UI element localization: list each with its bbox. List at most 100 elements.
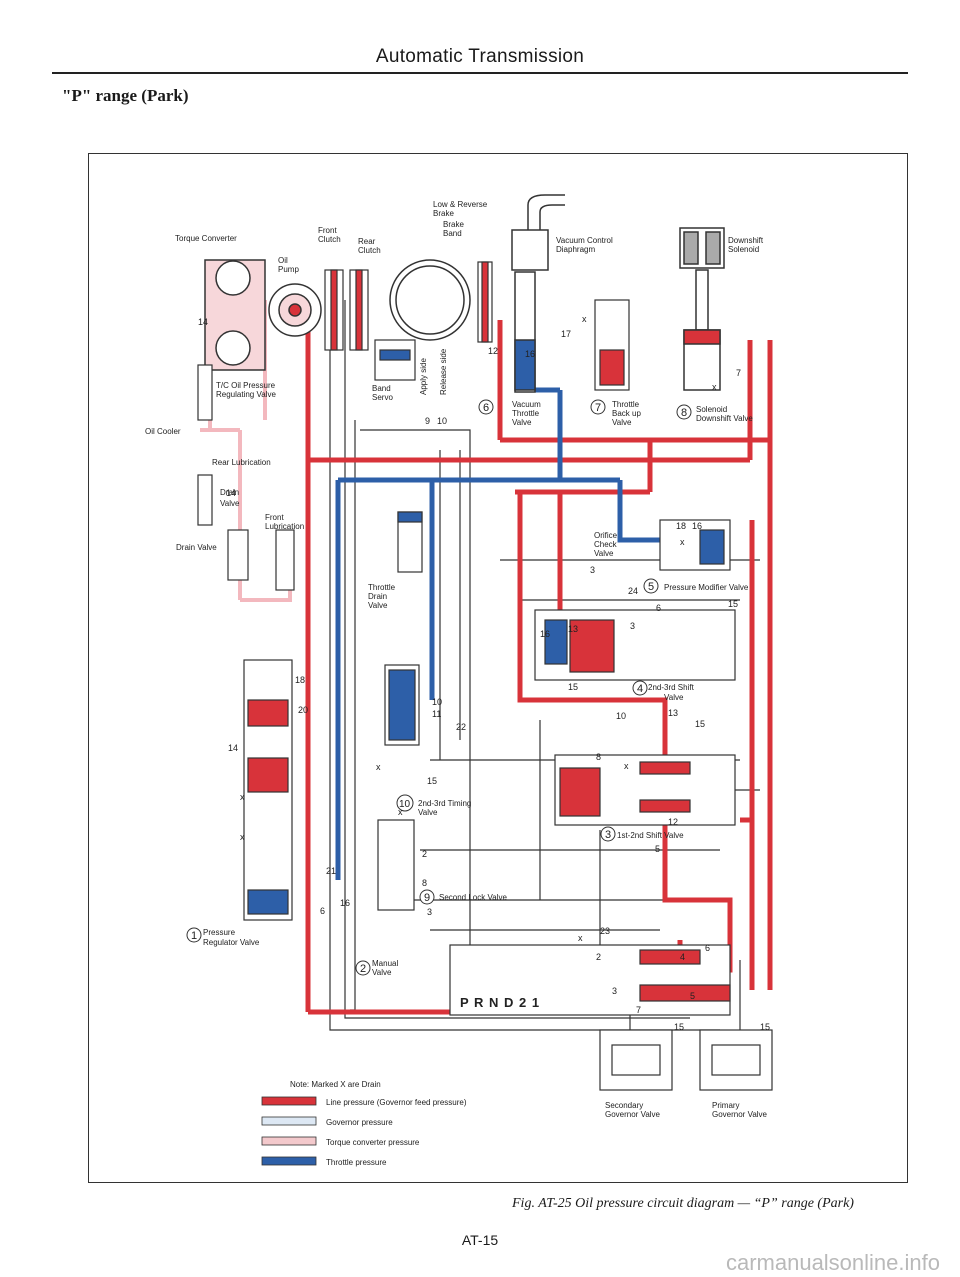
- legend-swatch-line-pressure: [261, 1096, 317, 1106]
- range-title: "P" range (Park): [62, 86, 189, 105]
- port-16-shift: 16: [540, 629, 550, 639]
- pressure-regulator-graphic: [243, 659, 293, 921]
- torque-converter-graphic: [204, 259, 266, 371]
- label-band-servo-1: Band: [372, 384, 391, 393]
- valve-marker-7: 7: [590, 399, 606, 415]
- label-timing-23-2: Valve: [418, 808, 438, 817]
- drain-lines: [329, 300, 760, 1031]
- label-pressure-regulator-2: Regulator Valve: [203, 938, 260, 947]
- figure-caption: Fig. AT-25 Oil pressure circuit diagram …: [512, 1196, 854, 1211]
- port-6-regulator: 6: [320, 906, 325, 916]
- label-front-lubrication-1: Front: [265, 513, 284, 522]
- svg-text:1: 1: [191, 930, 197, 942]
- port-8-shift12: 8: [596, 752, 601, 762]
- legend-swatch-torque-converter-pressure: [261, 1136, 317, 1146]
- oil-pump-graphic: [268, 283, 322, 337]
- drain-mark-8: x: [624, 761, 629, 771]
- port-6-shift: 6: [656, 603, 661, 613]
- label-drain-valve-small-1: Drain: [220, 488, 239, 497]
- valve-marker-4: 4: [632, 680, 648, 696]
- label-rear-clutch-1: Rear: [358, 237, 376, 246]
- brake-band-graphic: [389, 259, 471, 341]
- port-9: 9: [425, 416, 430, 426]
- legend-swatch-governor-pressure: [261, 1116, 317, 1126]
- port-14-top: 14: [198, 317, 208, 327]
- header-rule: [52, 72, 908, 74]
- port-18-regulator: 18: [295, 675, 305, 685]
- label-drain-valve: Drain Valve: [176, 543, 217, 552]
- port-3-orifice: 3: [590, 565, 595, 575]
- label-pressure-regulator-1: Pressure: [203, 928, 236, 937]
- svg-text:5: 5: [648, 581, 654, 593]
- port-15-right: 15: [695, 719, 705, 729]
- label-orifice-check-1: Orifice: [594, 531, 618, 540]
- label-solenoid-downshift-2: Downshift Valve: [696, 414, 753, 423]
- port-15-timing: 15: [427, 776, 437, 786]
- label-throttle-back-up-3: Valve: [612, 418, 632, 427]
- label-oil-cooler: Oil Cooler: [145, 427, 181, 436]
- valve-marker-2: 2: [355, 960, 371, 976]
- svg-text:4: 4: [637, 683, 643, 695]
- primary-governor-graphic: [699, 1029, 773, 1091]
- legend-label-line-pressure: Line pressure (Governor feed pressure): [326, 1098, 467, 1107]
- label-front-lubrication-2: Lubrication: [265, 522, 304, 531]
- label-oil-pump-1: Oil: [278, 256, 288, 265]
- port-2-lock: 2: [422, 849, 427, 859]
- port-11: 11: [432, 709, 441, 719]
- valve-marker-8: 8: [676, 404, 692, 420]
- legend-note: Note: Marked X are Drain: [290, 1080, 381, 1089]
- port-2-manual: 2: [596, 952, 601, 962]
- port-13-right: 13: [668, 708, 678, 718]
- small-drain-valve-graphic: [197, 474, 213, 526]
- band-servo-graphic: [374, 339, 416, 381]
- valve-number-markers: 1 2 3 4 5 6 7 8 9 10: [186, 399, 692, 976]
- valve-marker-9: 9: [419, 889, 435, 905]
- label-secondary-governor-2: Governor Valve: [605, 1110, 661, 1119]
- legend-swatch-throttle-pressure: [261, 1156, 317, 1166]
- vacuum-diaphragm-graphic: [511, 194, 565, 393]
- downshift-solenoid-graphic: [679, 227, 725, 391]
- label-manual-valve-1: Manual: [372, 959, 398, 968]
- drain-valve-graphic: [227, 529, 295, 591]
- port-6-manual: 6: [705, 943, 710, 953]
- label-front-clutch-1: Front: [318, 226, 337, 235]
- section-title: Automatic Transmission: [375, 46, 585, 67]
- throttle-back-up-graphic: [594, 299, 630, 391]
- label-low-reverse-1: Low & Reverse: [433, 200, 488, 209]
- label-brake-band-2: Band: [443, 229, 462, 238]
- svg-text:10: 10: [399, 799, 411, 810]
- label-shift-12: 1st-2nd Shift Valve: [617, 831, 684, 840]
- label-pressure-modifier: Pressure Modifier Valve: [664, 583, 749, 592]
- label-prnd: P R N D 2 1: [460, 995, 540, 1010]
- pressure-modifier-graphic: [659, 519, 731, 571]
- port-10-timing: 10: [432, 697, 442, 707]
- label-timing-23-1: 2nd-3rd Timing: [418, 799, 471, 808]
- port-5-shift12: 5: [655, 844, 660, 854]
- label-brake-band-1: Brake: [443, 220, 464, 229]
- port-24: 24: [628, 586, 638, 596]
- legend-label-throttle-pressure: Throttle pressure: [326, 1158, 387, 1167]
- label-front-clutch-2: Clutch: [318, 235, 341, 244]
- label-tc-valve-1: T/C Oil Pressure: [216, 381, 276, 390]
- port-12-shift12: 12: [668, 817, 678, 827]
- legend-label-torque-converter-pressure: Torque converter pressure: [326, 1138, 420, 1147]
- label-low-reverse-2: Brake: [433, 209, 454, 218]
- drain-mark-3: x: [680, 537, 685, 547]
- label-release-side: Release side: [439, 348, 448, 395]
- port-23: 23: [600, 926, 610, 936]
- label-rear-clutch-2: Clutch: [358, 246, 381, 255]
- drain-mark-1: x: [582, 314, 587, 324]
- drain-mark-4: x: [376, 762, 381, 772]
- watermark: carmanualsonline.info: [725, 1250, 940, 1275]
- label-manual-valve-2: Valve: [372, 968, 392, 977]
- port-14-drain: 14: [226, 488, 236, 498]
- label-secondary-governor-1: Secondary: [605, 1101, 643, 1110]
- drain-mark-7: x: [240, 832, 245, 842]
- port-16-modifier: 16: [692, 521, 702, 531]
- svg-text:8: 8: [681, 407, 687, 419]
- port-7-solenoid: 7: [736, 368, 741, 378]
- shift-12-valve-graphic: [554, 754, 736, 826]
- label-solenoid-downshift-1: Solenoid: [696, 405, 727, 414]
- label-primary-governor-2: Governor Valve: [712, 1110, 768, 1119]
- port-17: 17: [561, 329, 571, 339]
